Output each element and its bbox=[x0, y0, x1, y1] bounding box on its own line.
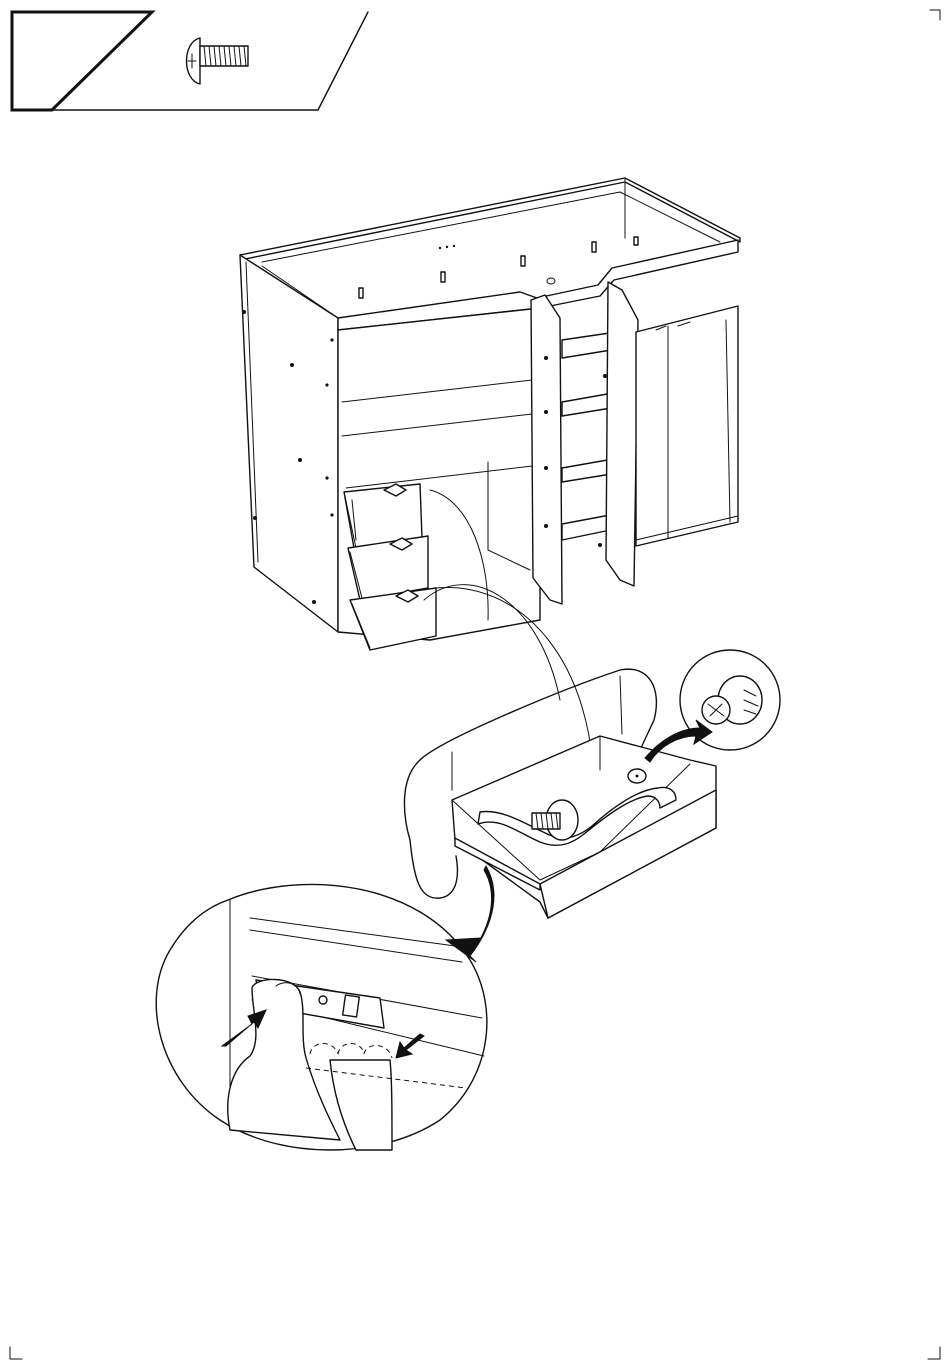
step-header bbox=[12, 12, 368, 110]
screw-icon bbox=[187, 38, 249, 84]
drawer-detail bbox=[404, 669, 716, 918]
screw-detail-callout bbox=[645, 650, 780, 762]
cabin-bed-overview bbox=[240, 178, 740, 650]
runner-release-callout bbox=[156, 866, 494, 1150]
